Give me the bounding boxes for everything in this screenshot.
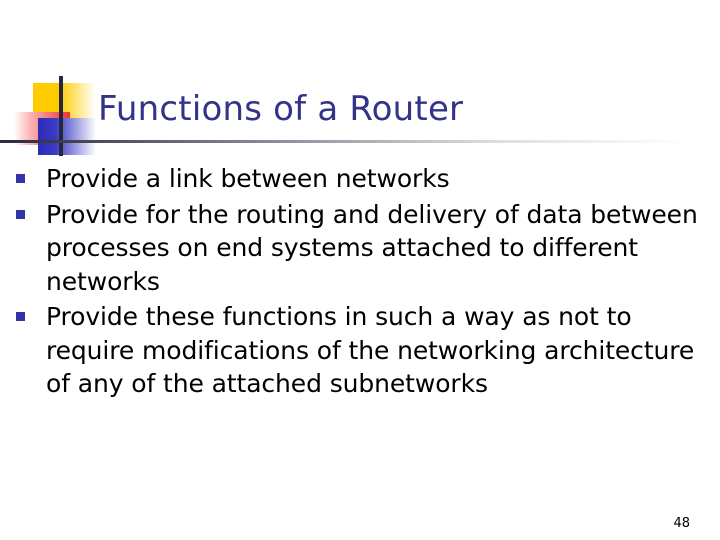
square-bullet-icon (16, 174, 25, 183)
list-item: Provide for the routing and delivery of … (10, 198, 700, 299)
slide-number: 48 (673, 516, 690, 531)
yellow-gradient-block-icon (33, 83, 95, 119)
page-title: Functions of a Router (98, 89, 464, 129)
list-item-label: Provide a link between networks (46, 164, 450, 193)
blue-gradient-block-icon (38, 118, 96, 155)
list-item: Provide these functions in such a way as… (10, 300, 700, 401)
list-item-label: Provide for the routing and delivery of … (46, 199, 698, 296)
square-bullet-icon (16, 209, 25, 219)
bullet-list: Provide a link between networks Provide … (10, 162, 700, 403)
vertical-accent-line-icon (59, 76, 63, 156)
list-item: Provide a link between networks (10, 162, 700, 196)
title-underline-gradient-icon (0, 140, 690, 143)
list-item-label: Provide these functions in such a way as… (46, 302, 695, 398)
square-bullet-icon (16, 312, 25, 321)
